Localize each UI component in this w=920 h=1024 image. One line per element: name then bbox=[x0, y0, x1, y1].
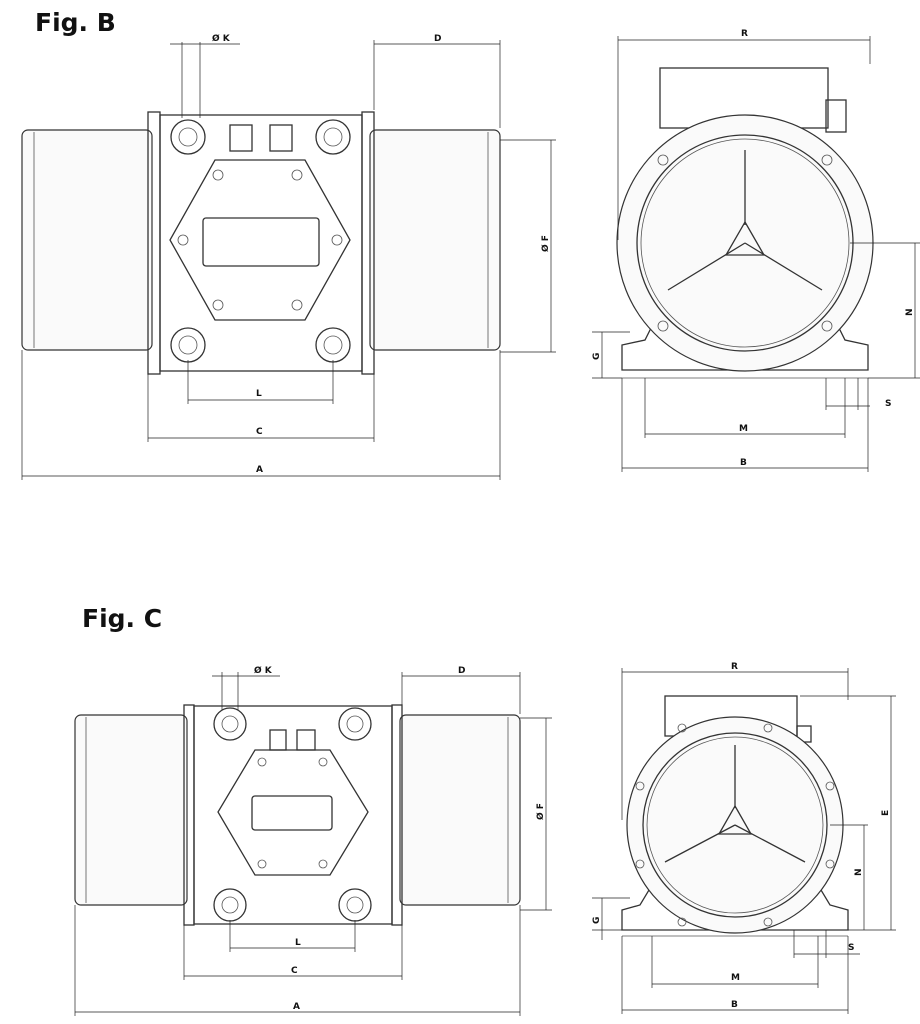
dim-a-label: A bbox=[256, 465, 263, 475]
dim-m-label: M bbox=[731, 973, 740, 983]
dim-s-label: S bbox=[848, 943, 854, 953]
fig-b-front-dimensions: R N G S M B bbox=[592, 29, 920, 472]
dim-a-label: A bbox=[293, 1002, 300, 1012]
dim-f-label: Ø F bbox=[535, 803, 546, 820]
dim-r-label: R bbox=[741, 29, 748, 39]
dim-c-label: C bbox=[256, 427, 263, 437]
dim-s-label: S bbox=[885, 399, 891, 409]
dim-n-label: N bbox=[854, 868, 864, 876]
dim-l-label: L bbox=[295, 938, 301, 948]
dim-b-label: B bbox=[731, 1000, 738, 1010]
dim-b-label: B bbox=[740, 458, 747, 468]
fig-c-front-view bbox=[621, 695, 849, 937]
dim-l-label: L bbox=[256, 389, 262, 399]
dim-c-label: C bbox=[291, 966, 298, 976]
dim-d-label: D bbox=[458, 666, 465, 676]
fig-b-side-dimensions: Ø K D Ø F L C A bbox=[21, 33, 556, 480]
dim-d-label: D bbox=[434, 34, 441, 44]
fig-b-side-view bbox=[21, 111, 501, 375]
fig-c-front-dimensions: R E N G S M B bbox=[592, 662, 896, 1014]
fig-b-front-view bbox=[616, 67, 874, 379]
fig-c-side-dimensions: Ø K D Ø F L C A bbox=[74, 665, 552, 1016]
dim-g-label: G bbox=[592, 917, 602, 924]
figure-c-title: Fig. C bbox=[82, 604, 163, 633]
dim-k-label: Ø K bbox=[254, 665, 273, 676]
dim-k-label: Ø K bbox=[212, 33, 231, 44]
dim-m-label: M bbox=[739, 424, 748, 434]
dim-n-label: N bbox=[905, 308, 915, 316]
dim-r-label: R bbox=[731, 662, 738, 672]
dim-f-label: Ø F bbox=[540, 235, 551, 252]
figure-b-title: Fig. B bbox=[35, 8, 116, 37]
dim-g-label: G bbox=[592, 353, 602, 360]
dim-e-label: E bbox=[881, 810, 891, 816]
fig-c-side-view bbox=[74, 704, 521, 926]
